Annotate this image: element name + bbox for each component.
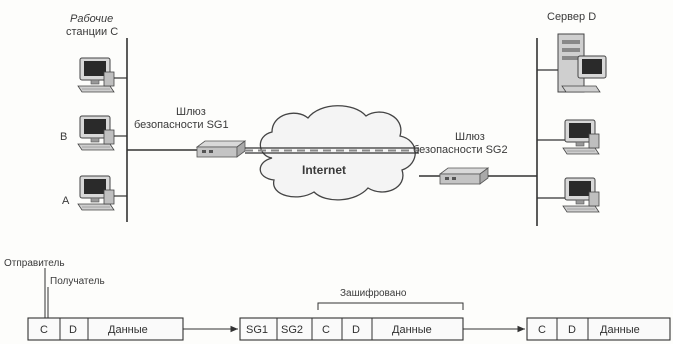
packet-tunneled-src: C — [322, 324, 330, 336]
packet-original-data: Данные — [108, 324, 148, 336]
workstations-label-1: Рабочие — [70, 13, 113, 25]
packet-tunneled-dst: D — [352, 324, 360, 336]
security-gateway-sg1 — [196, 140, 246, 158]
workstation-b-label: B — [60, 131, 67, 143]
gateway1-label-2: безопасности SG1 — [134, 119, 229, 131]
internet-label: Internet — [302, 163, 346, 177]
workstation-c — [77, 57, 115, 93]
packet-delivered-dst: D — [568, 324, 576, 336]
workstation-a-label: A — [62, 195, 70, 207]
packet-original-src: C — [40, 324, 48, 336]
packet-tunneled: SG1 SG2 C D Данные — [239, 317, 464, 341]
sender-label: Отправитель — [4, 258, 65, 269]
workstation-a — [77, 175, 115, 211]
encrypted-bracket — [317, 302, 464, 310]
workstation-b — [77, 115, 115, 151]
server-side-pc-1 — [562, 119, 600, 155]
gateway2-label-2: безопасности SG2 — [413, 144, 508, 156]
workstations-label-2: станции С — [66, 26, 118, 38]
packet-tunneled-sg2: SG2 — [281, 324, 303, 336]
packet-tunneled-sg1: SG1 — [246, 324, 268, 336]
security-gateway-sg2 — [439, 167, 489, 185]
encrypted-label: Зашифровано — [340, 287, 407, 299]
packet-original: C D Данные — [27, 317, 184, 341]
gateway1-label-1: Шлюз — [176, 106, 206, 118]
receiver-label: Получатель — [50, 276, 105, 287]
packet-delivered-src: C — [538, 324, 546, 336]
packet-delivered-data: Данные — [600, 324, 640, 336]
gateway2-label-1: Шлюз — [455, 131, 485, 143]
server-d — [557, 33, 607, 93]
server-label: Сервер D — [547, 11, 596, 23]
packet-delivered: C D Данные — [526, 317, 671, 341]
server-side-pc-2 — [562, 177, 600, 213]
packet-original-dst: D — [69, 324, 77, 336]
packet-tunneled-data: Данные — [392, 324, 432, 336]
